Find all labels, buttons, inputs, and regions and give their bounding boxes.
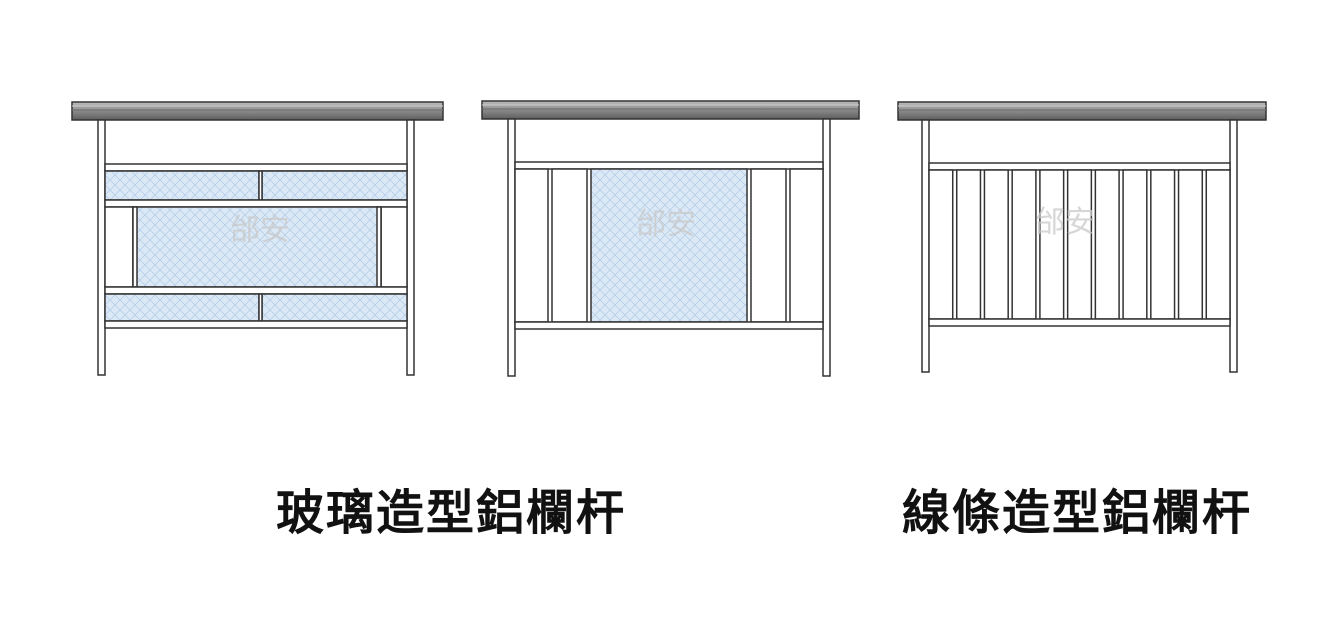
- post-right: [1229, 119, 1238, 373]
- mid-rail-lower: [104, 286, 408, 295]
- bottom-rail: [104, 320, 408, 329]
- baluster: [1011, 169, 1037, 320]
- baluster: [955, 169, 982, 320]
- side-post: [380, 206, 408, 288]
- glass-panel: [261, 170, 408, 201]
- handrail-cap: [897, 101, 1267, 121]
- baluster: [1039, 169, 1065, 320]
- baluster: [1094, 169, 1120, 320]
- top-rail: [104, 163, 408, 172]
- railing-glass-1: [71, 101, 444, 376]
- railing-glass-2: [481, 100, 860, 377]
- glass-panel: [104, 293, 260, 322]
- post-right: [822, 118, 831, 377]
- top-rail: [514, 161, 824, 170]
- caption-line-railing: 線條造型鋁欄杆: [902, 485, 1253, 541]
- bottom-rail: [928, 318, 1231, 327]
- baluster: [928, 169, 954, 320]
- side-glass: [376, 206, 382, 288]
- divider: [258, 293, 263, 322]
- watermark-2: 邰安: [636, 207, 696, 242]
- baluster: [750, 168, 787, 323]
- baluster: [789, 168, 824, 323]
- glass-panel-center: [590, 168, 748, 323]
- divider: [258, 170, 263, 201]
- watermark-1: 邰安: [230, 213, 290, 248]
- baluster: [983, 169, 1009, 320]
- baluster: [1066, 169, 1093, 320]
- handrail-cap: [481, 100, 860, 120]
- mid-rail-upper: [104, 199, 408, 208]
- watermark-3: 邰安: [1035, 205, 1095, 240]
- glass-panel: [104, 170, 260, 201]
- baluster: [1122, 169, 1148, 320]
- post-left: [97, 119, 106, 376]
- baluster-group: [928, 169, 1231, 320]
- railing-line: [897, 101, 1267, 373]
- glass-panel-main: [132, 206, 382, 288]
- post-right: [406, 119, 415, 376]
- top-rail: [928, 162, 1231, 171]
- baluster: [1150, 169, 1176, 320]
- baluster: [551, 168, 588, 323]
- post-left: [921, 119, 930, 373]
- caption-glass-railing: 玻璃造型鋁欄杆: [276, 485, 627, 541]
- baluster: [1205, 169, 1231, 320]
- baluster: [514, 168, 549, 323]
- handrail-cap: [71, 101, 444, 121]
- bottom-rail: [514, 321, 824, 330]
- side-glass: [132, 206, 138, 288]
- baluster: [1177, 169, 1204, 320]
- post-left: [507, 118, 516, 377]
- glass-panel: [261, 293, 408, 322]
- side-post: [104, 206, 134, 288]
